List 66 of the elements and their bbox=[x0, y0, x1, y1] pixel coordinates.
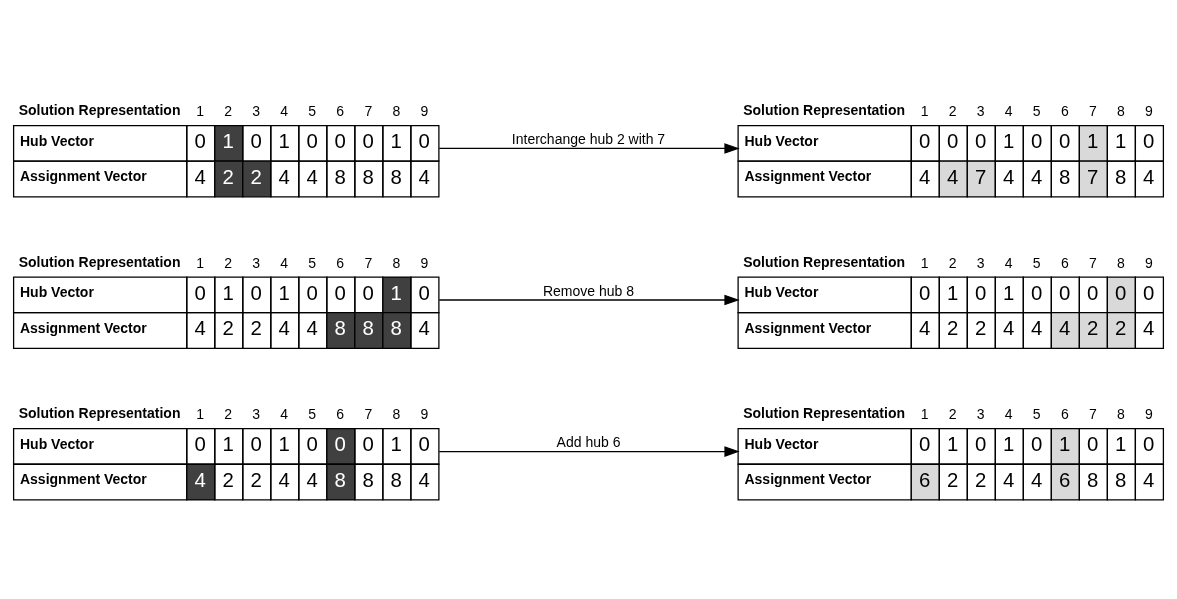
node-label: 2 bbox=[948, 405, 957, 422]
node-label: Solution Representation bbox=[18, 101, 181, 118]
node-label: 1 bbox=[196, 405, 205, 422]
node-label: 7 bbox=[364, 254, 373, 271]
node-label: 4 bbox=[1004, 405, 1013, 422]
node-label: Solution Representation bbox=[18, 404, 181, 421]
node-label: 5 bbox=[1032, 102, 1041, 119]
node-label: 1 bbox=[920, 405, 929, 422]
node-label: 5 bbox=[1032, 405, 1041, 422]
arrow bbox=[438, 142, 740, 154]
node-label: 1 bbox=[920, 254, 929, 271]
edge-label: Interchange hub 2 with 7 bbox=[511, 130, 666, 147]
node-label: Solution Representation bbox=[743, 404, 905, 421]
node-label: 6 bbox=[336, 102, 345, 119]
node-label: 3 bbox=[252, 405, 261, 422]
node-label: 9 bbox=[1144, 102, 1153, 119]
node-label: 9 bbox=[420, 254, 429, 271]
node-label: 5 bbox=[308, 102, 317, 119]
node-label: 8 bbox=[1116, 254, 1125, 271]
node-label: 3 bbox=[252, 254, 261, 271]
node-label: 9 bbox=[1144, 254, 1153, 271]
node-label: 6 bbox=[336, 254, 345, 271]
node-label: 8 bbox=[392, 405, 401, 422]
node-label: 6 bbox=[1060, 254, 1069, 271]
node-label: 3 bbox=[252, 102, 261, 119]
node-label: 5 bbox=[1032, 254, 1041, 271]
node-label: 3 bbox=[976, 254, 985, 271]
node-label: 3 bbox=[976, 102, 985, 119]
node-label: 4 bbox=[280, 405, 289, 422]
node-label: 9 bbox=[420, 102, 429, 119]
node-label: 1 bbox=[920, 102, 929, 119]
arrow bbox=[438, 294, 740, 305]
node-label: 4 bbox=[1004, 102, 1013, 119]
node-label: 2 bbox=[948, 102, 957, 119]
edge-label: Remove hub 8 bbox=[542, 282, 635, 299]
node-label: 4 bbox=[280, 102, 289, 119]
edge-label: Add hub 6 bbox=[556, 433, 621, 450]
node-label: 6 bbox=[1060, 405, 1069, 422]
node-label: 3 bbox=[976, 405, 985, 422]
node-label: 2 bbox=[224, 405, 233, 422]
node-label: 9 bbox=[420, 405, 429, 422]
node-label: Solution Representation bbox=[743, 101, 905, 118]
node-label: 2 bbox=[224, 102, 233, 119]
node-label: 8 bbox=[1116, 405, 1125, 422]
node-label: 2 bbox=[948, 254, 957, 271]
node-label: 7 bbox=[364, 405, 373, 422]
node-label: 6 bbox=[336, 405, 345, 422]
arrow bbox=[438, 445, 740, 457]
node-label: 1 bbox=[196, 102, 205, 119]
node-label: 7 bbox=[1088, 102, 1097, 119]
node-label: 7 bbox=[364, 102, 373, 119]
node-label: 8 bbox=[392, 254, 401, 271]
node-label: 1 bbox=[196, 254, 205, 271]
node-label: 8 bbox=[1116, 102, 1125, 119]
node-label: 7 bbox=[1088, 254, 1097, 271]
node-label: 2 bbox=[224, 254, 233, 271]
node-label: 5 bbox=[308, 405, 317, 422]
node-label: 5 bbox=[308, 254, 317, 271]
node-label: Solution Representation bbox=[743, 253, 905, 270]
node-label: Solution Representation bbox=[18, 253, 181, 270]
node-label: 8 bbox=[392, 102, 401, 119]
node-label: 9 bbox=[1144, 405, 1153, 422]
node-label: 4 bbox=[280, 254, 289, 271]
node-label: 7 bbox=[1088, 405, 1097, 422]
node-label: 6 bbox=[1060, 102, 1069, 119]
node-label: 4 bbox=[1004, 254, 1013, 271]
